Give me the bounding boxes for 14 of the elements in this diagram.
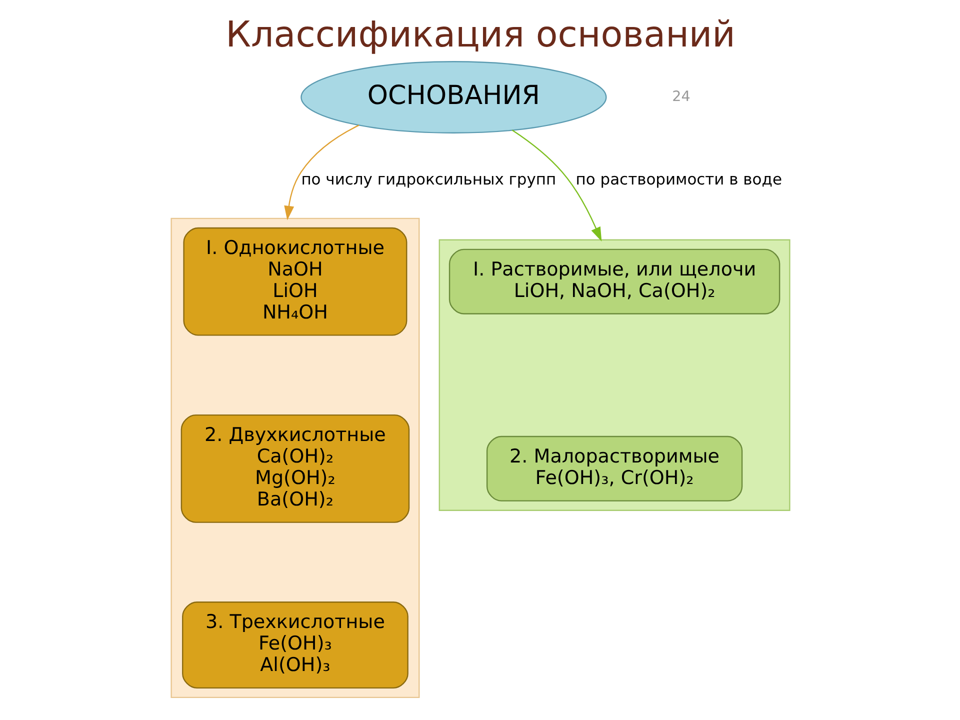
diagram-title: Классификация оснований [225, 14, 735, 56]
cluster [438, 239, 790, 511]
node-box: I. Однокислотные NaOH LiOH NH₄OH [182, 227, 407, 336]
edge-label: по растворимости в воде [575, 170, 782, 188]
node-box: I. Растворимые, или щелочи LiOH, NaOH, Ca(OH)₂ [448, 248, 780, 314]
cluster [170, 218, 420, 698]
arrow [511, 130, 602, 242]
label: 24 [672, 88, 690, 105]
edge-label: по числу гидроксильных групп [300, 170, 556, 188]
node-box: 2. Малорастворимые Fe(OH)₃, Cr(OH)₂ [486, 436, 742, 502]
node-ellipse: ОСНОВАНИЯ [300, 61, 606, 134]
arrow [284, 124, 359, 220]
node-box: 2. Двухкислотные Ca(OH)₂ Mg(OH)₂ Ba(OH)₂ [180, 414, 410, 523]
node-box: 3. Трехкислотные Fe(OH)₃ Al(OH)₃ [182, 602, 408, 688]
